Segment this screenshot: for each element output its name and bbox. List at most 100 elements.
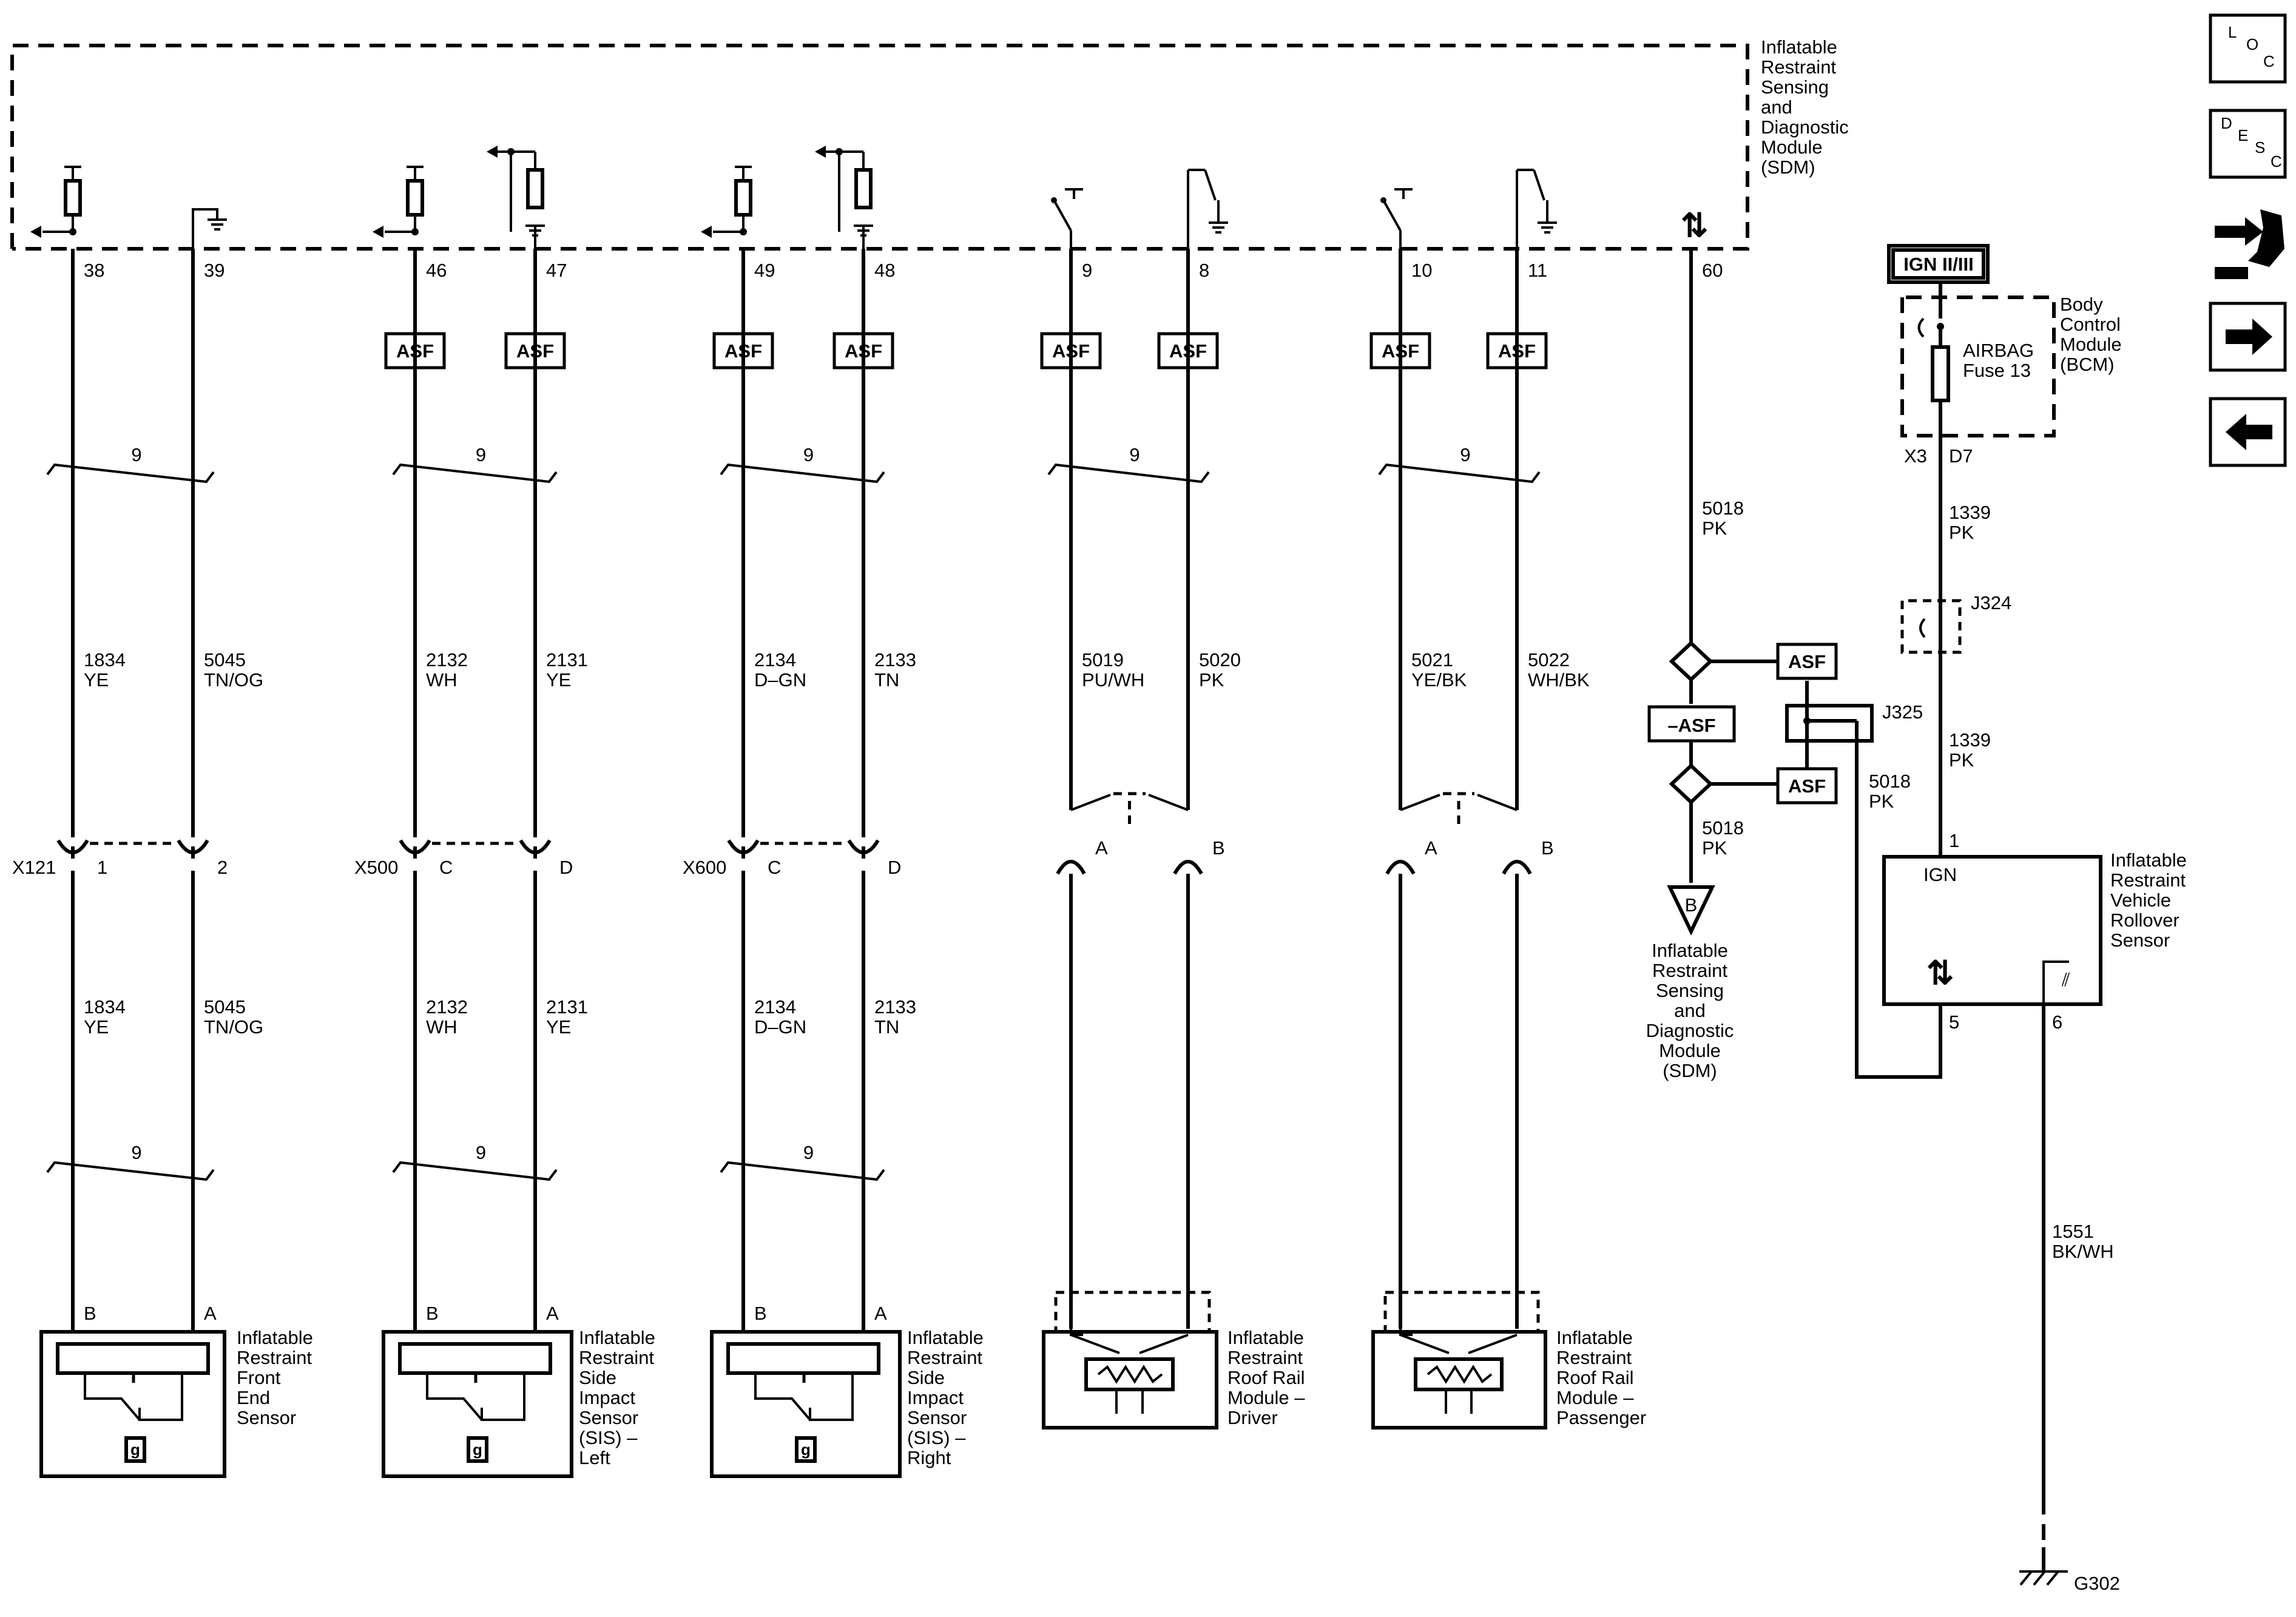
wire-path: [1399, 1329, 1518, 1354]
bundle-mark: [1378, 463, 1541, 484]
bundle-count-label: 9: [131, 444, 141, 465]
bundle-count-label: 9: [476, 1142, 486, 1163]
ignition-source-label: IGN II/III: [1903, 254, 1973, 275]
module-shield: [1054, 1291, 1211, 1337]
sdm-pin-label: 46: [426, 260, 447, 281]
connector-name: X600: [683, 857, 726, 878]
ground-icon: [208, 218, 227, 231]
sensor-switch: [754, 1373, 854, 1421]
bundle-count-label: 9: [1129, 444, 1140, 465]
sensor-element: [398, 1342, 552, 1375]
sensor-g-icon: [124, 1436, 146, 1463]
component-pin: B: [754, 1303, 767, 1324]
component-pin: A: [546, 1303, 559, 1324]
component-pin: A: [204, 1303, 217, 1324]
fuse-icon: [1931, 345, 1950, 402]
component-pin: B: [426, 1303, 439, 1324]
desc-letter: E: [2238, 126, 2248, 144]
connector-name: X121: [12, 857, 56, 878]
asf-box: ASF: [1776, 643, 1838, 680]
splice-pack: [1785, 704, 1874, 743]
connector-terminal: [1502, 860, 1532, 875]
neg-asf-label: –ASF: [1667, 715, 1715, 736]
connector-shield: [1477, 794, 1518, 811]
wire-segment: [1053, 200, 1072, 231]
connector-tool-icon[interactable]: [2215, 209, 2284, 279]
connector-shield: [1070, 794, 1111, 811]
svg-text:ASF: ASF: [1788, 775, 1826, 797]
wire-path: [1070, 1329, 1189, 1354]
bidirectional-arrow-icon: ⇅: [1926, 955, 1954, 991]
wire-segment: [1533, 169, 1545, 201]
bundle-mark: [720, 463, 885, 484]
sdm-pin-label: 49: [754, 260, 775, 281]
connector-pin: D: [559, 857, 573, 878]
roof-rail-module: [1042, 1330, 1218, 1430]
loc-letter: L: [2228, 23, 2237, 41]
bundle-mark: [46, 1161, 215, 1181]
connector-pin: D7: [1949, 445, 1973, 467]
module-shield: [1383, 1291, 1540, 1337]
connector-pin: B: [1541, 837, 1554, 859]
asf-box: ASF: [1776, 767, 1838, 805]
neg-asf-box: [1647, 705, 1736, 743]
ground-icon: [1538, 221, 1557, 234]
sensor-g-label: g: [801, 1440, 811, 1459]
connector-pin: A: [1095, 837, 1108, 859]
splice-j324: [1900, 599, 1962, 654]
connector-pin: 2: [217, 857, 228, 878]
arrow-left-icon: [815, 146, 826, 158]
rollover-pin: 5: [1949, 1011, 1959, 1033]
bundle-count-label: 9: [803, 444, 814, 465]
sdm-pin-label: 47: [546, 260, 567, 281]
connector-shield: [1400, 794, 1440, 811]
bidirectional-arrow-icon: ⇅: [1681, 208, 1708, 244]
connector-pin: A: [1425, 837, 1437, 859]
desc-button[interactable]: [2209, 109, 2287, 179]
arrow-left-icon: [701, 226, 712, 238]
bundle-count-label: 9: [803, 1142, 814, 1163]
sensor-body: [382, 1330, 573, 1478]
connector-pin: C: [439, 857, 453, 878]
sensor-element: [56, 1342, 210, 1375]
rollover-pin: 6: [2052, 1011, 2062, 1033]
desc-letter: S: [2255, 138, 2265, 157]
ground-icon: [854, 224, 873, 237]
resistor-zigzag: [1427, 1365, 1493, 1384]
connector-pin: 1: [97, 857, 107, 878]
ground-icon: [525, 224, 545, 237]
next-arrow-icon: [2226, 319, 2272, 355]
bundle-count-label: 9: [476, 444, 486, 465]
sdm-pin-label: 9: [1082, 260, 1092, 281]
svg-text:ASF: ASF: [1788, 651, 1826, 672]
connector-terminal: [1385, 860, 1416, 875]
chassis-ground-icon: ⫽: [2061, 970, 2070, 990]
sensor-element: [726, 1342, 880, 1375]
wire-path: [1917, 317, 1925, 338]
sensor-body: [710, 1330, 902, 1478]
sensor-g-label: g: [473, 1440, 482, 1459]
resistor-zigzag: [1097, 1365, 1163, 1384]
offpage-connector-icon: [1667, 885, 1715, 936]
sdm-pin-label: 38: [84, 260, 104, 281]
resistor-icon: [526, 168, 544, 209]
connector-terminal: [1056, 860, 1086, 875]
chassis-ground-icon: [2019, 1570, 2068, 1586]
loc-button[interactable]: [2209, 13, 2287, 84]
